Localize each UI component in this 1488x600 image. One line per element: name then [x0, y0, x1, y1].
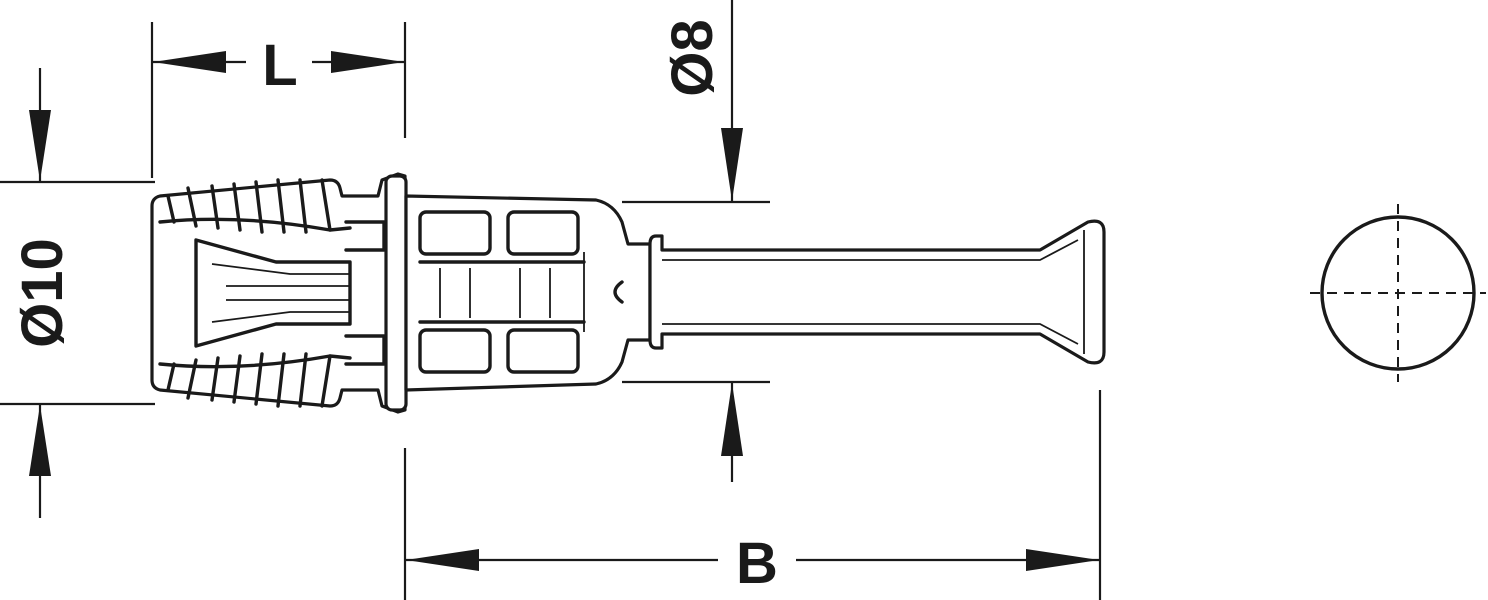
- label-b: B: [736, 531, 778, 596]
- window-bottom-right: [506, 328, 580, 374]
- slot-inner-lines: [211, 263, 350, 323]
- arrowhead-l-left: [153, 51, 226, 73]
- arrowhead-l-right: [331, 51, 404, 73]
- pin-shaft: [648, 219, 1106, 365]
- arrowhead-d10-top: [29, 110, 51, 181]
- end-view-circle: [1320, 215, 1476, 371]
- dimension-l: L: [150, 22, 407, 178]
- threaded-sleeve: [150, 172, 408, 414]
- arrowhead-d8-top: [721, 128, 743, 201]
- dimension-pin-diameter: Ø8: [622, 0, 770, 482]
- shaft-body: [648, 219, 1106, 365]
- arrowhead-b-right: [1026, 549, 1099, 571]
- pin-head-notch: [613, 280, 624, 304]
- slot-center-lines: [226, 285, 350, 301]
- shaft-highlights: [662, 239, 1079, 345]
- label-d10: Ø10: [10, 238, 75, 348]
- arrowhead-d8-bottom: [721, 383, 743, 456]
- label-d8: Ø8: [660, 19, 725, 96]
- window-top-right: [506, 210, 580, 256]
- window-top-left: [418, 210, 492, 256]
- arrowhead-b-left: [406, 549, 479, 571]
- sleeve-flange: [384, 174, 408, 412]
- end-view: [1310, 204, 1486, 382]
- label-l: L: [262, 33, 297, 98]
- thread-ribs-top: [158, 178, 352, 234]
- sleeve-tabs: [344, 220, 386, 366]
- window-bottom-left: [418, 328, 492, 374]
- cage-rails: [418, 260, 586, 324]
- sleeve-body: [150, 172, 407, 414]
- pin-head: [404, 194, 652, 392]
- dimension-outer-diameter: Ø10: [0, 68, 155, 518]
- arrowhead-d10-bottom: [29, 405, 51, 476]
- cage-bars: [439, 252, 585, 332]
- thread-ribs-bottom: [158, 352, 352, 408]
- dimension-b: B: [403, 390, 1102, 600]
- sleeve-slot: [194, 238, 352, 348]
